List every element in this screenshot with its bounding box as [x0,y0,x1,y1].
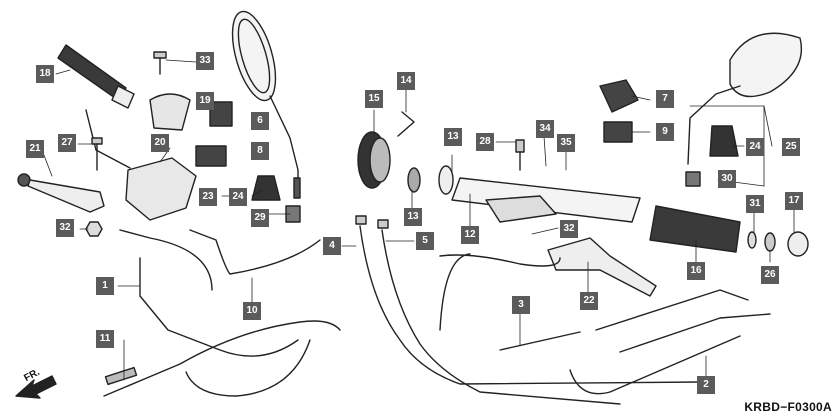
throttle-cables-drawing [355,215,701,405]
switch-housing-drawing [125,93,233,221]
part-tag-27: 27 [58,134,76,152]
part-tag-35: 35 [557,134,575,152]
part-tag-9: 9 [656,123,674,141]
clutch-lever-drawing [17,109,131,213]
part-tag-21: 21 [26,140,44,158]
right-cables-drawing [439,253,771,395]
part-tag-4: 4 [323,237,341,255]
part-tag-24a: 24 [229,188,247,206]
left-grip-drawing [57,44,135,109]
part-tag-18: 18 [36,65,54,83]
part-tag-13a: 13 [444,128,462,146]
part-tag-32b: 32 [560,220,578,238]
throttle-pulley-drawing [357,111,454,195]
part-tag-13b: 13 [404,208,422,226]
part-tag-2: 2 [697,376,715,394]
part-tag-26: 26 [761,266,779,284]
part-tag-28: 28 [476,133,494,151]
part-tag-33: 33 [196,52,214,70]
part-tag-7: 7 [656,90,674,108]
part-tag-29: 29 [251,209,269,227]
part-tag-22: 22 [580,292,598,310]
left-cables-drawing [103,229,341,397]
part-tag-12: 12 [461,226,479,244]
part-tag-23: 23 [199,188,217,206]
part-tag-24b: 24 [746,138,764,156]
part-tag-25: 25 [782,138,800,156]
part-tag-17: 17 [785,192,803,210]
part-tag-14: 14 [397,72,415,90]
bolt-drawing [153,51,167,75]
part-tag-31: 31 [746,195,764,213]
part-tag-3: 3 [512,296,530,314]
brake-lever-drawing [547,237,657,297]
pivot-bolt-drawing [91,137,103,171]
right-grip-drawing [649,205,809,257]
part-tag-20: 20 [151,134,169,152]
part-tag-10: 10 [243,302,261,320]
part-tag-8: 8 [251,142,269,160]
part-tag-16: 16 [687,262,705,280]
part-tag-19: 19 [196,92,214,110]
part-tag-32a: 32 [56,219,74,237]
part-tag-6: 6 [251,112,269,130]
part-tag-30: 30 [718,170,736,188]
part-tag-15: 15 [365,90,383,108]
part-tag-1: 1 [96,277,114,295]
front-arrow-icon [15,375,57,399]
grommet-drawing [251,175,301,223]
left-mirror-drawing [231,10,301,199]
part-tag-34: 34 [536,120,554,138]
right-mirror-drawing [685,32,802,187]
diagram-code: KRBD−F0300A [744,400,832,414]
part-tag-11: 11 [96,330,114,348]
right-switches-drawing [599,79,639,143]
handlebar-drawing [451,139,641,223]
part-tag-5: 5 [416,232,434,250]
